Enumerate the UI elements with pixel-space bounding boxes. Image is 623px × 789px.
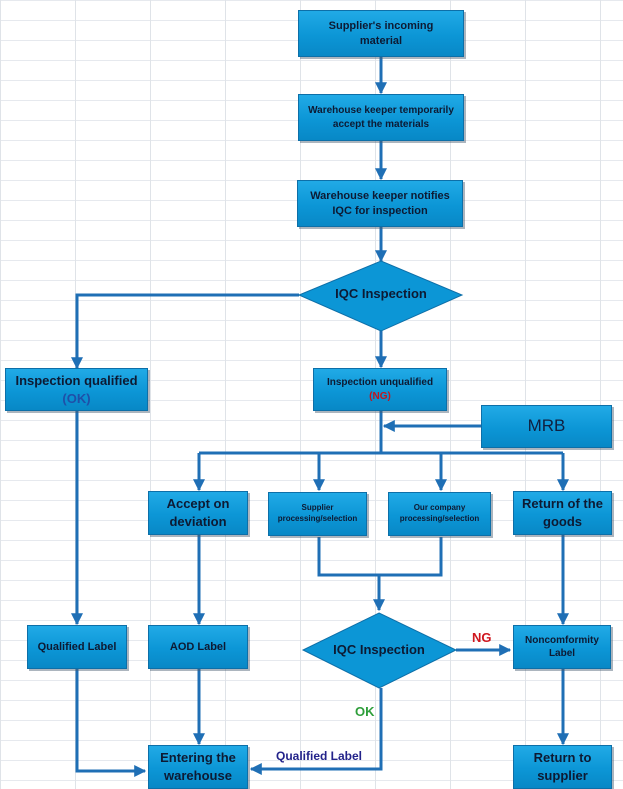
node-nonconformity-label: Noncomformity Label [513, 625, 611, 669]
iqc-diamond-2 [301, 612, 458, 689]
node-mrb: MRB [481, 405, 612, 448]
node-text: AOD Label [169, 640, 227, 653]
node-supplier-processing: Supplier processing/selection [268, 492, 367, 536]
node-text: Return to [533, 750, 592, 766]
node-accept-on-deviation: Accept on deviation [148, 491, 248, 535]
node-inspection-qualified: Inspection qualified (OK) [5, 368, 148, 411]
node-text: Return of the [522, 496, 603, 512]
node-inspection-unqualified: Inspection unqualified (NG) [313, 368, 447, 411]
node-text: Warehouse keeper temporarily [308, 105, 454, 116]
arrow-qualified-to-entering [75, 669, 147, 777]
node-aod-label: AOD Label [148, 625, 248, 669]
edge-label-ng: NG [472, 630, 492, 645]
ok-tag: (OK) [62, 390, 91, 406]
node-text: goods [543, 514, 582, 529]
node-company-processing: Our company processing/selection [388, 492, 491, 536]
node-text: Supplier's incoming [328, 19, 434, 32]
node-text: Warehouse keeper notifies [310, 189, 450, 202]
merge-processing [317, 537, 443, 577]
node-return-goods: Return of the goods [513, 491, 612, 535]
node-text: Label [548, 648, 576, 659]
node-text: Supplier [301, 503, 334, 513]
iqc-diamond-1 [297, 260, 464, 332]
node-keeper-notify: Warehouse keeper notifies IQC for inspec… [297, 180, 463, 227]
node-text: accept the materials [332, 118, 430, 130]
edge-label-ok: OK [355, 704, 375, 719]
node-text: processing/selection [399, 514, 480, 523]
node-keeper-accept: Warehouse keeper temporarily accept the … [298, 94, 464, 141]
node-text: Accept on [166, 496, 230, 512]
node-qualified-label: Qualified Label [27, 625, 127, 669]
node-text: material [359, 34, 403, 47]
node-text: IQC for inspection [332, 204, 428, 217]
node-text: supplier [537, 768, 588, 783]
node-text: Our company [413, 503, 466, 513]
edge-label-qualified: Qualified Label [276, 749, 363, 763]
node-supplier-incoming: Supplier's incoming material [298, 10, 464, 57]
node-return-supplier: Return to supplier [513, 745, 612, 789]
node-text: Inspection unqualified [326, 377, 434, 388]
node-text: deviation [169, 514, 227, 529]
node-text: Noncomformity [525, 634, 599, 646]
arrow-iqc-to-qualified [71, 293, 299, 370]
node-text: Qualified Label [37, 640, 117, 653]
node-text: Entering the [160, 750, 236, 766]
node-text: Inspection qualified [15, 372, 138, 388]
node-text: warehouse [164, 768, 232, 783]
node-entering-warehouse: Entering the warehouse [148, 745, 248, 789]
iqc-inspection-label-2: IQC Inspection [333, 642, 425, 657]
node-text: processing/selection [277, 514, 358, 523]
node-text: MRB [527, 416, 566, 436]
ng-tag: (NG) [369, 390, 391, 402]
arrow-iqc2-ok-to-entering [249, 688, 383, 775]
iqc-inspection-label-1: IQC Inspection [335, 286, 427, 301]
